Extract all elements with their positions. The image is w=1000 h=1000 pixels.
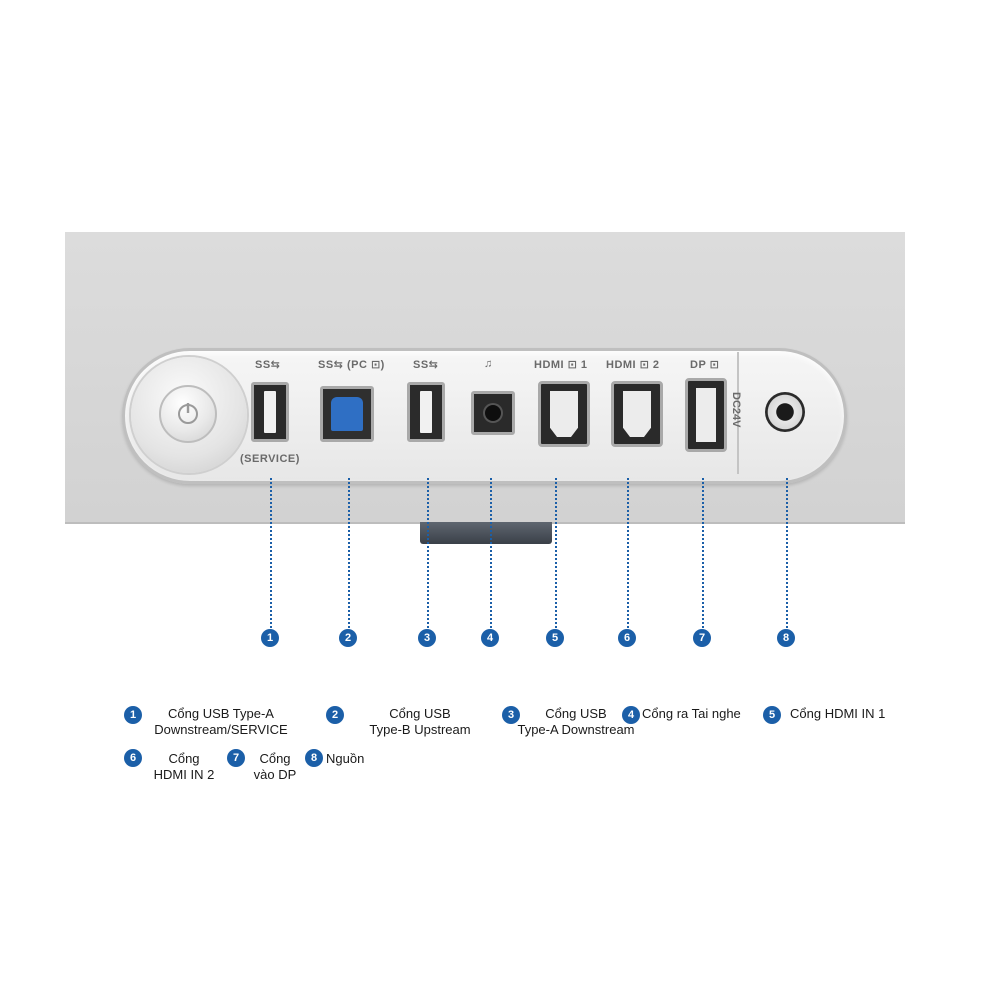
legend-item-5: Cổng HDMI IN 1 bbox=[790, 706, 900, 722]
power-button[interactable] bbox=[159, 385, 217, 443]
legend-badge-8: 8 bbox=[305, 749, 323, 767]
legend-badge-2: 2 bbox=[326, 706, 344, 724]
legend-badge-6: 6 bbox=[124, 749, 142, 767]
hdmi2-label: HDMI ⊡ 2 bbox=[606, 359, 660, 371]
legend-item-7-line2: vào DP bbox=[253, 767, 297, 782]
callout-line-5 bbox=[555, 478, 557, 628]
legend-item-2-line1: Cổng USB bbox=[389, 706, 451, 721]
legend-item-1-line2: Downstream/SERVICE bbox=[154, 722, 288, 737]
dc24v-label: DC24V bbox=[730, 392, 742, 428]
legend-badge-3: 3 bbox=[502, 706, 520, 724]
stand-bracket bbox=[420, 522, 552, 544]
legend-badge-5: 5 bbox=[763, 706, 781, 724]
callout-badge-5: 5 bbox=[546, 629, 564, 647]
callout-badge-7: 7 bbox=[693, 629, 711, 647]
callout-badge-4: 4 bbox=[481, 629, 499, 647]
panel-divider bbox=[737, 352, 739, 474]
headphone-icon: ♫ bbox=[484, 358, 493, 370]
legend-item-4-line1: Cổng ra Tai nghe bbox=[642, 706, 741, 721]
legend-item-2: Cổng USB Type-B Upstream bbox=[350, 706, 490, 738]
legend-badge-7: 7 bbox=[227, 749, 245, 767]
callout-badge-6: 6 bbox=[618, 629, 636, 647]
power-icon bbox=[178, 403, 198, 424]
legend-item-8-line1: Nguồn bbox=[326, 751, 365, 766]
legend-item-6-line1: Cổng bbox=[168, 751, 200, 766]
legend-item-3-line2: Type-A Downstream bbox=[517, 722, 635, 737]
callout-badge-3: 3 bbox=[418, 629, 436, 647]
dc-power-jack bbox=[765, 392, 805, 432]
callout-badge-1: 1 bbox=[261, 629, 279, 647]
legend-item-3: Cổng USB Type-A Downstream bbox=[508, 706, 644, 738]
callout-badge-2: 2 bbox=[339, 629, 357, 647]
legend-item-8: Nguồn bbox=[326, 751, 386, 767]
legend-item-2-line2: Type-B Upstream bbox=[369, 722, 471, 737]
usb-superspeed-label-3: SS⇆ bbox=[413, 359, 439, 371]
hdmi-in-2-port bbox=[611, 381, 663, 447]
hdmi1-label: HDMI ⊡ 1 bbox=[534, 359, 588, 371]
callout-line-1 bbox=[270, 478, 272, 628]
usb-b-label: SS⇆ (PC ⊡) bbox=[318, 359, 385, 371]
legend-item-4: Cổng ra Tai nghe bbox=[642, 706, 752, 722]
legend-item-1: Cổng USB Type-A Downstream/SERVICE bbox=[146, 706, 296, 738]
usb-a-service-port bbox=[251, 382, 289, 442]
callout-line-2 bbox=[348, 478, 350, 628]
legend-item-6: Cổng HDMI IN 2 bbox=[146, 751, 222, 783]
legend-item-7: Cổng vào DP bbox=[248, 751, 302, 783]
callout-line-6 bbox=[627, 478, 629, 628]
legend-item-7-line1: Cổng bbox=[259, 751, 291, 766]
usb-a-downstream-port bbox=[407, 382, 445, 442]
headphone-port bbox=[471, 391, 515, 435]
displayport-port bbox=[685, 378, 727, 452]
legend-item-3-line1: Cổng USB bbox=[545, 706, 607, 721]
legend-badge-1: 1 bbox=[124, 706, 142, 724]
callout-line-7 bbox=[702, 478, 704, 628]
callout-badge-8: 8 bbox=[777, 629, 795, 647]
service-label: (SERVICE) bbox=[240, 453, 300, 465]
legend-item-5-line1: Cổng HDMI IN 1 bbox=[790, 706, 886, 721]
callout-line-8 bbox=[786, 478, 788, 628]
legend-item-1-line1: Cổng USB Type-A bbox=[168, 706, 274, 721]
legend-badge-4: 4 bbox=[622, 706, 640, 724]
dp-label: DP ⊡ bbox=[690, 359, 720, 371]
usb-b-upstream-port bbox=[320, 386, 374, 442]
legend-item-6-line2: HDMI IN 2 bbox=[153, 767, 215, 782]
usb-superspeed-label-1: SS⇆ bbox=[255, 359, 281, 371]
callout-line-4 bbox=[490, 478, 492, 628]
callout-line-3 bbox=[427, 478, 429, 628]
hdmi-in-1-port bbox=[538, 381, 590, 447]
